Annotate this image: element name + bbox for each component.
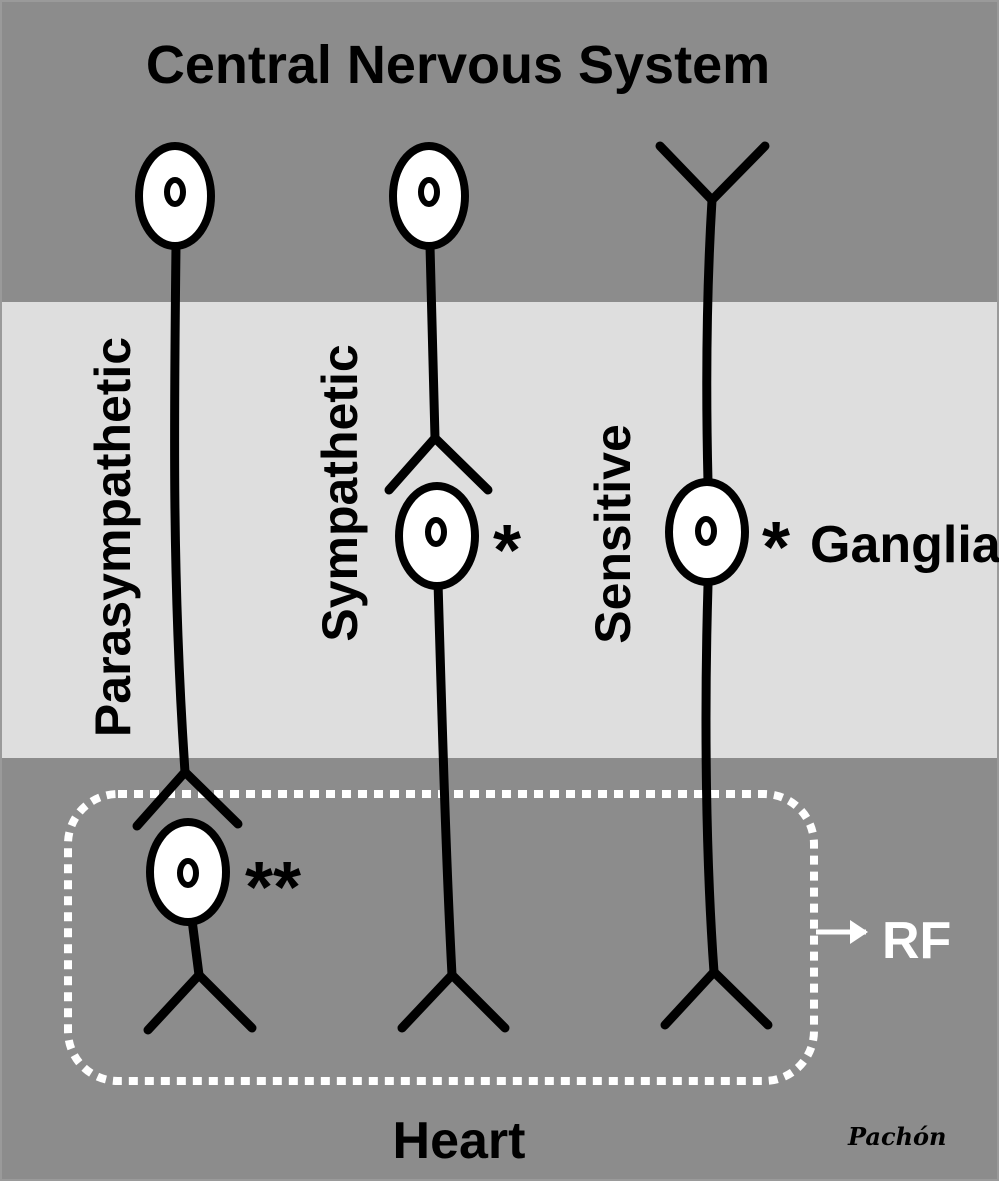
parasympathetic-label: Parasympathetic [85,337,141,737]
parasympathetic-cns-nucleus [164,177,186,207]
rf-arrow-head-icon [850,920,868,944]
sympathetic-cns-soma [389,142,469,250]
sympathetic-terminal [397,968,510,1033]
parasympathetic-terminal [143,968,257,1035]
sensitive-terminal [660,965,773,1030]
sensitive-ganglion-soma [665,478,749,586]
parasympathetic-cns-soma [135,142,215,250]
sympathetic-ganglion-soma [395,482,479,590]
sympathetic-label: Sympathetic [312,344,368,641]
parasympathetic-synapse [132,765,243,831]
sympathetic-neuron [384,241,510,1033]
sensitive-neuron [655,141,773,1030]
sympathetic-cns-nucleus [418,177,440,207]
parasympathetic-ganglion-soma [146,818,230,926]
sensitive-label: Sensitive [585,424,641,644]
ganglia-label: Ganglia [810,516,999,574]
parasympathetic-ganglion-nucleus [177,858,199,888]
rf-label: RF [882,912,951,970]
parasympathetic-preganglionic-axon [170,241,190,777]
sympathetic-synapse [384,431,493,495]
sympathetic-marker: * [493,511,521,591]
sympathetic-postganglionic-axon [433,577,457,980]
sensitive-central-axon [702,195,717,487]
parasympathetic-marker: ** [245,848,301,928]
author-signature: Pachón [847,1122,946,1151]
heart-label: Heart [393,1112,526,1170]
rf-arrow [816,920,868,944]
sensitive-ganglion-nucleus [695,516,717,546]
sensitive-peripheral-axon [701,580,719,977]
sensitive-marker: * [762,508,790,588]
sympathetic-preganglionic-axon [425,241,440,443]
cns-title: Central Nervous System [146,35,770,95]
ganglia-band [0,302,999,758]
sympathetic-ganglion-nucleus [425,517,447,547]
